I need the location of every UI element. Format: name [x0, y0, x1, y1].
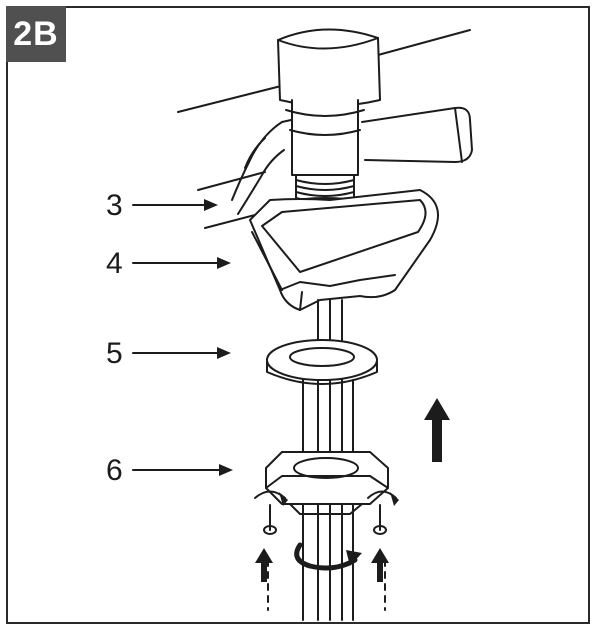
countertop-line [377, 29, 471, 56]
callout-number-5: 5 [106, 337, 123, 370]
rotate-arrow-large [294, 542, 358, 571]
countertop-line [197, 171, 266, 191]
faucet-body-curve [277, 37, 379, 50]
rotate-arrowhead [279, 492, 288, 506]
faucet-neck-ring [289, 129, 361, 136]
arrowhead-6 [219, 464, 233, 476]
sleeve-outline [454, 107, 463, 163]
arrowhead-5 [217, 347, 231, 359]
hand-outline [231, 117, 301, 201]
hand-outline [237, 149, 285, 215]
arrowhead-3 [204, 199, 218, 211]
faucet-neck [291, 99, 359, 176]
faucet-body [277, 28, 381, 107]
rotate-arrowhead [346, 550, 362, 566]
arrowhead-4 [217, 257, 231, 269]
gasket-ring [266, 339, 378, 381]
up-arrow-right [371, 548, 389, 582]
rotate-arrowhead [390, 492, 399, 506]
countertop-line [177, 84, 286, 113]
faucet-neck-ring [285, 109, 365, 117]
callout-number-4: 4 [106, 247, 123, 280]
up-arrow-large [424, 398, 450, 462]
hand-outline [244, 137, 266, 169]
step-badge: 2B [6, 6, 66, 62]
callout-number-6: 6 [106, 454, 123, 487]
up-arrow-left [255, 548, 273, 582]
countertop-line [204, 214, 256, 229]
callout-number-3: 3 [106, 189, 123, 222]
mounting-bracket [249, 189, 439, 311]
